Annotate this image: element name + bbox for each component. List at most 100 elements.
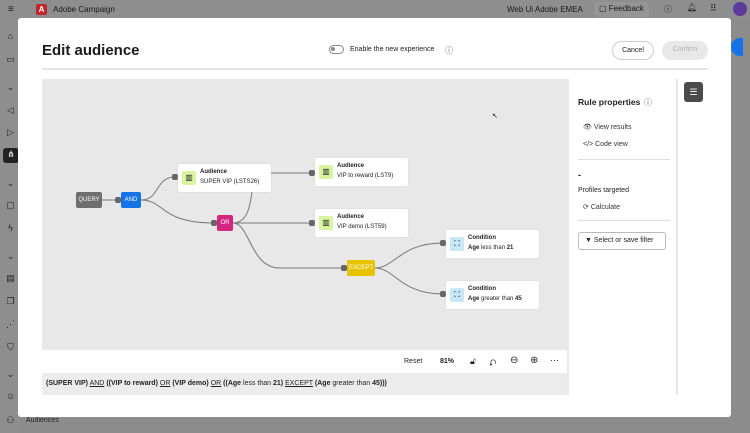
expr-part: (SUPER VIP) [46,380,89,387]
rule-properties-panel: Rule properties ⓘ 👁︎ View results </> Co… [567,79,678,395]
audience-icon: ▥ [319,165,333,179]
chart-icon[interactable]: ⋰ [6,319,15,329]
audience-icon: ▥ [182,171,196,185]
org-name[interactable]: Web Ui Adobe EMEA [507,5,583,14]
connector [140,176,176,201]
condition-icon: ⛶ [450,288,464,302]
expr-part: less than [241,380,273,387]
avatar[interactable] [733,2,747,16]
zoom-out-icon[interactable]: ⊖ [510,355,519,366]
value: 21 [506,245,514,251]
condition-node[interactable]: ⛶ Condition Age less than 21 [446,230,539,258]
settings-sliders-icon[interactable]: ☰ [684,82,703,102]
bell-icon[interactable]: 🔔︎ [687,3,698,12]
divider [578,220,670,221]
query-node[interactable]: QUERY [76,192,102,208]
expr-operator: AND [89,380,105,387]
help-icon[interactable]: ⓘ [644,98,652,107]
connector [374,267,444,295]
chevron-down-icon[interactable]: ⌄ [6,369,15,379]
code-icon: </> [583,141,594,148]
field: Age [468,245,480,251]
field: Age [468,296,480,302]
folder-search-icon[interactable]: ▭ [6,54,15,64]
lock-icon[interactable]: 🔓︎ [470,356,476,366]
value: 45 [515,296,522,302]
layout-icon[interactable]: ⮏ [489,358,497,368]
toggle-label: Enable the new experience [350,46,435,53]
megaphone-icon[interactable]: ◁ [7,105,14,115]
person-icon[interactable]: ☺ [5,391,16,401]
calculate-label: Calculate [590,204,621,211]
port [172,174,178,180]
audiences-icon[interactable]: ⋔ [3,148,19,163]
operator: greater than [481,296,514,302]
feedback-label: Feedback [608,4,644,13]
expr-part: ((VIP to reward) [106,380,158,387]
node-type: Audience [337,214,365,220]
divider [42,68,708,70]
chevron-down-icon[interactable]: ⌄ [6,251,15,261]
port [309,170,315,176]
view-results-link[interactable]: 👁︎ View results [583,124,632,131]
mouse-cursor: ↖ [492,113,498,120]
port [440,240,446,246]
expr-part: greater than [330,380,373,387]
select-save-filter-button[interactable]: ▼ Select or save filter [578,232,666,250]
confirm-button[interactable]: Confirm [662,41,708,60]
reset-button[interactable]: Reset [404,358,423,365]
shield-icon[interactable]: ⛉ [7,342,14,352]
windows-icon[interactable]: ❐ [6,296,15,306]
zoom-in-icon[interactable]: ⊕ [530,355,539,366]
adobe-logo-icon: A [36,4,47,15]
except-node[interactable]: EXCEPT [347,260,375,276]
apps-grid-icon[interactable]: ⠿ [710,3,717,13]
people-icon[interactable]: ⚇ [6,415,15,425]
send-icon[interactable]: ▷ [7,127,14,137]
audience-node[interactable]: ▥ Audience VIP to reward (LST9) [315,158,408,186]
lightning-icon[interactable]: ϟ [8,223,13,233]
connector [232,222,344,269]
more-icon[interactable]: ··· [550,355,559,365]
condition-icon: ⛶ [450,237,464,251]
and-node[interactable]: AND [121,192,141,208]
home-icon[interactable]: ⌂ [7,31,14,41]
node-label: SUPER VIP (LSTS26) [200,179,260,185]
hamburger-icon[interactable]: ≡ [8,4,14,15]
or-node[interactable]: OR [217,215,233,231]
expr-operator: OR [210,380,222,387]
divider [578,159,670,160]
port [341,265,347,271]
node-type: Audience [200,169,228,175]
node-label: Age less than 21 [468,245,513,251]
chevron-down-icon[interactable]: ⌄ [6,82,15,92]
expr-part: (VIP demo) [172,380,209,387]
operator: less than [481,245,506,251]
expr-part: 21) [272,380,284,387]
help-icon[interactable]: ⓘ [445,46,453,55]
node-label: VIP demo (LST59) [337,224,387,230]
help-icon[interactable]: ⓘ [664,5,672,14]
filter-icon: ▼ [585,237,592,244]
top-bar: ≡ A Adobe Campaign Web Ui Adobe EMEA ▢ F… [0,0,750,19]
feedback-button[interactable]: ▢ Feedback [594,2,649,17]
new-experience-toggle[interactable] [329,45,344,54]
expr-operator: OR [159,380,171,387]
expr-part: (Age [314,380,331,387]
code-view-label: Code view [595,141,628,148]
connector [374,242,444,269]
port [440,291,446,297]
calculate-button[interactable]: ⟳ Calculate [583,203,620,211]
cancel-button[interactable]: Cancel [612,41,654,60]
audience-node[interactable]: ▥ Audience SUPER VIP (LSTS26) [178,164,271,192]
chevron-down-icon[interactable]: ⌄ [6,178,15,188]
condition-node[interactable]: ⛶ Condition Age greater than 45 [446,281,539,309]
code-view-link[interactable]: </> Code view [583,141,628,148]
trigger-icon[interactable]: ▢ [6,200,15,210]
panel-title: Rule properties [578,97,641,107]
audience-node[interactable]: ▥ Audience VIP demo (LST59) [315,209,408,237]
breadcrumb-audiences[interactable]: Audiences [26,417,59,424]
background-create-button [731,38,743,56]
table-icon[interactable]: ▤ [6,273,15,283]
